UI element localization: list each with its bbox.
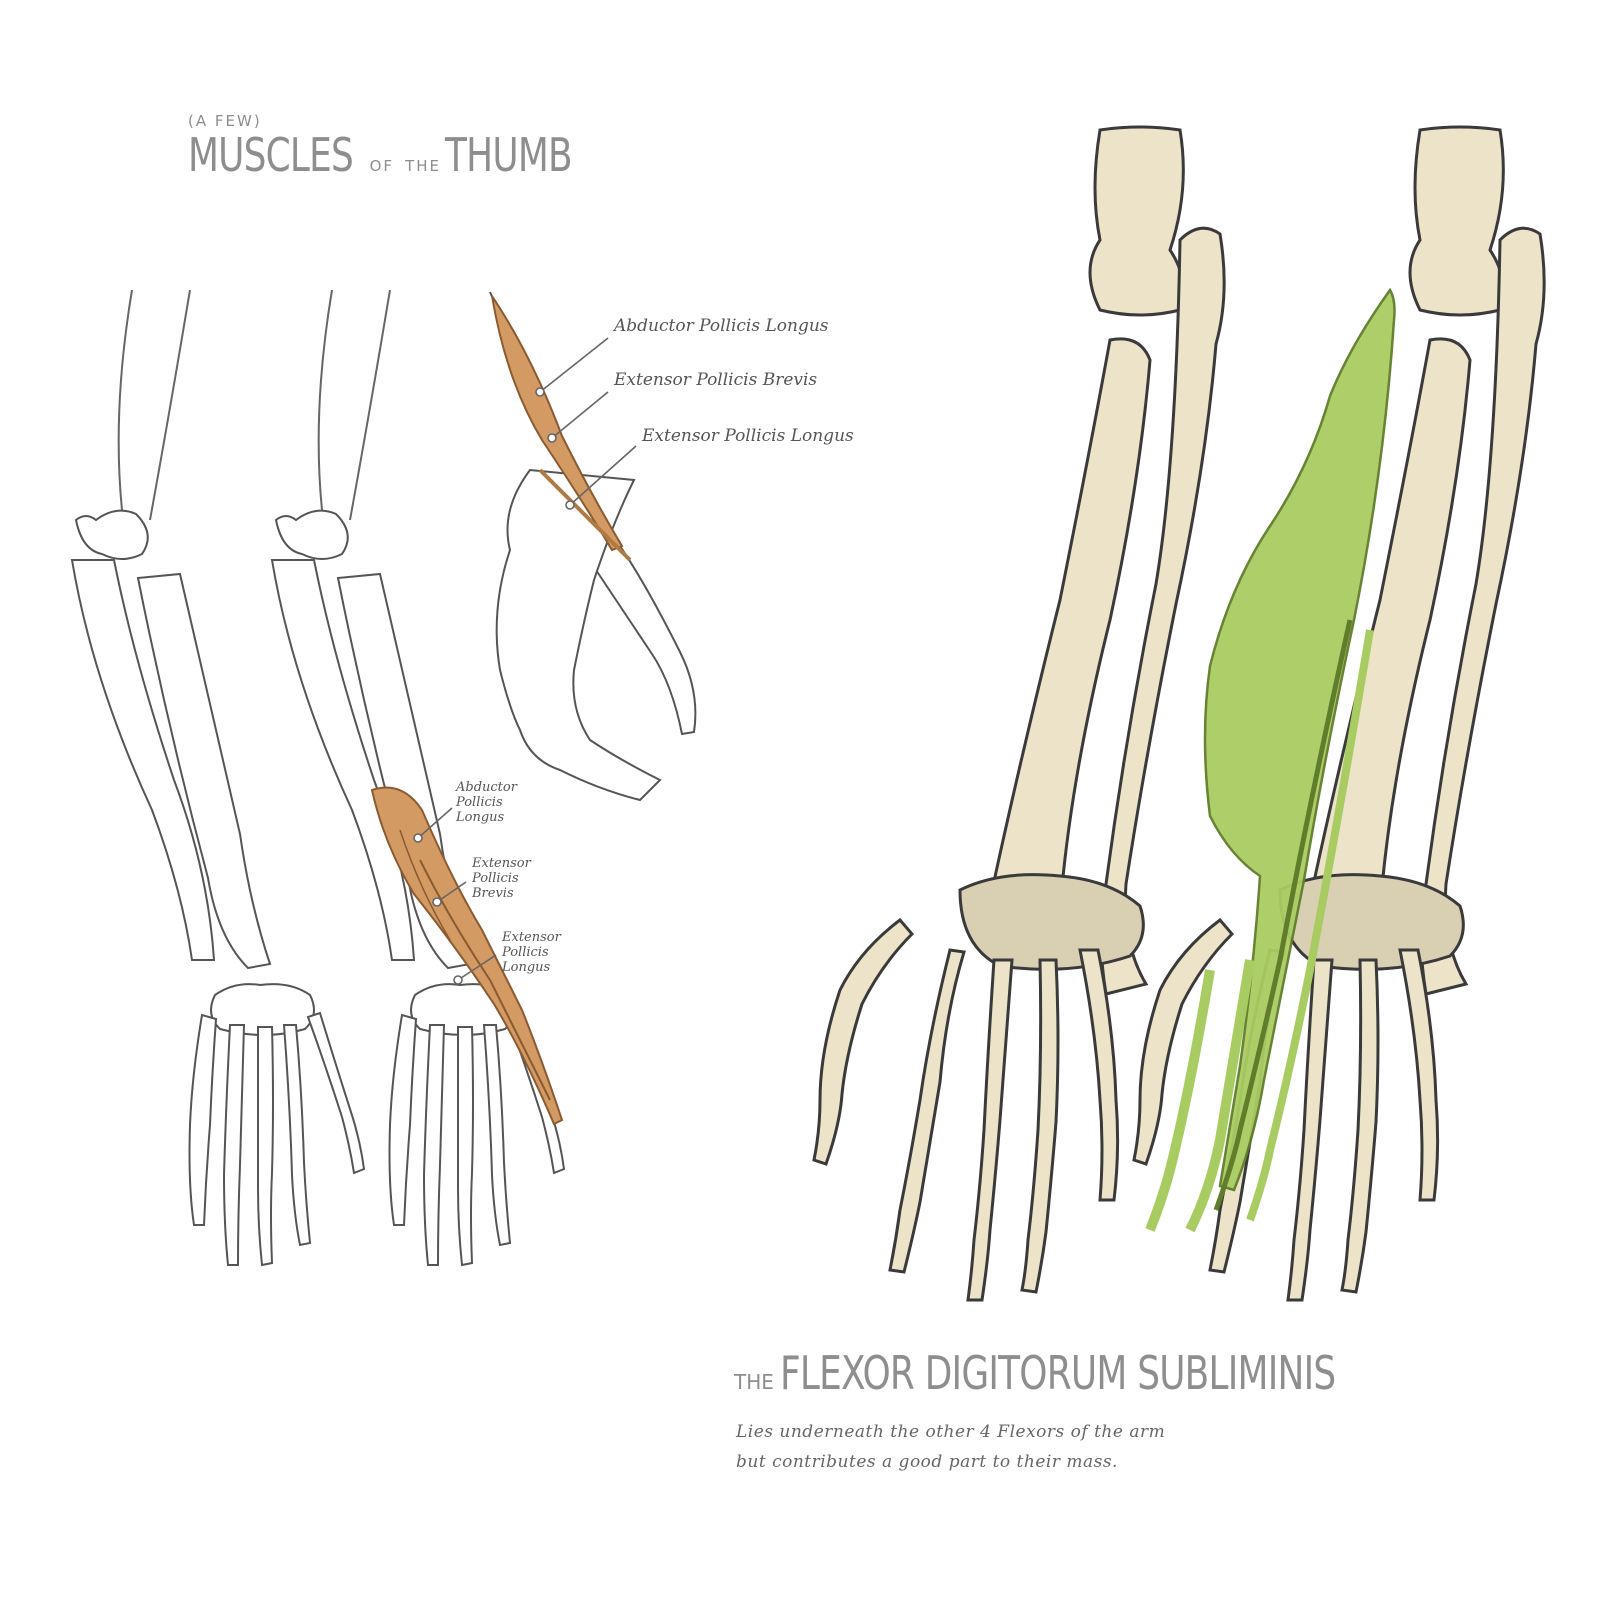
thumb-title-main: MUSCLES <box>188 128 354 182</box>
thumb-title-block: (A FEW) MUSCLES OF THETHUMB <box>188 112 608 182</box>
sketch-arm-1 <box>70 289 365 1266</box>
thumb-title-the: THE <box>405 157 442 175</box>
flexor-title-main: FLEXOR DIGITORUM SUBLIMINIS <box>779 1346 1336 1400</box>
color-arm-2 <box>1132 125 1546 1302</box>
flexor-note-line-1: Lies underneath the other 4 Flexors of t… <box>736 1422 1166 1442</box>
thumb-title-of: OF <box>369 157 395 175</box>
muscle-abductor-pollicis-longus-side <box>370 786 564 1126</box>
label-top-extensor-longus: Extensor Pollicis Longus <box>642 426 854 446</box>
flexor-title-prefix: THE <box>734 1370 774 1394</box>
top-leader-lines <box>535 337 637 510</box>
flexor-note-line-2: but contributes a good part to their mas… <box>736 1452 1118 1472</box>
thumb-title-prefix: (A FEW) <box>188 112 262 130</box>
thumb-title-end: THUMB <box>445 128 573 182</box>
label-top-extensor-brevis: Extensor Pollicis Brevis <box>614 370 818 390</box>
wrist-closeup <box>489 291 697 802</box>
side-leader-lines <box>413 807 497 985</box>
color-arm-1 <box>812 125 1226 1302</box>
sketch-arm-2 <box>270 289 565 1266</box>
label-top-abductor: Abductor Pollicis Longus <box>614 316 829 336</box>
